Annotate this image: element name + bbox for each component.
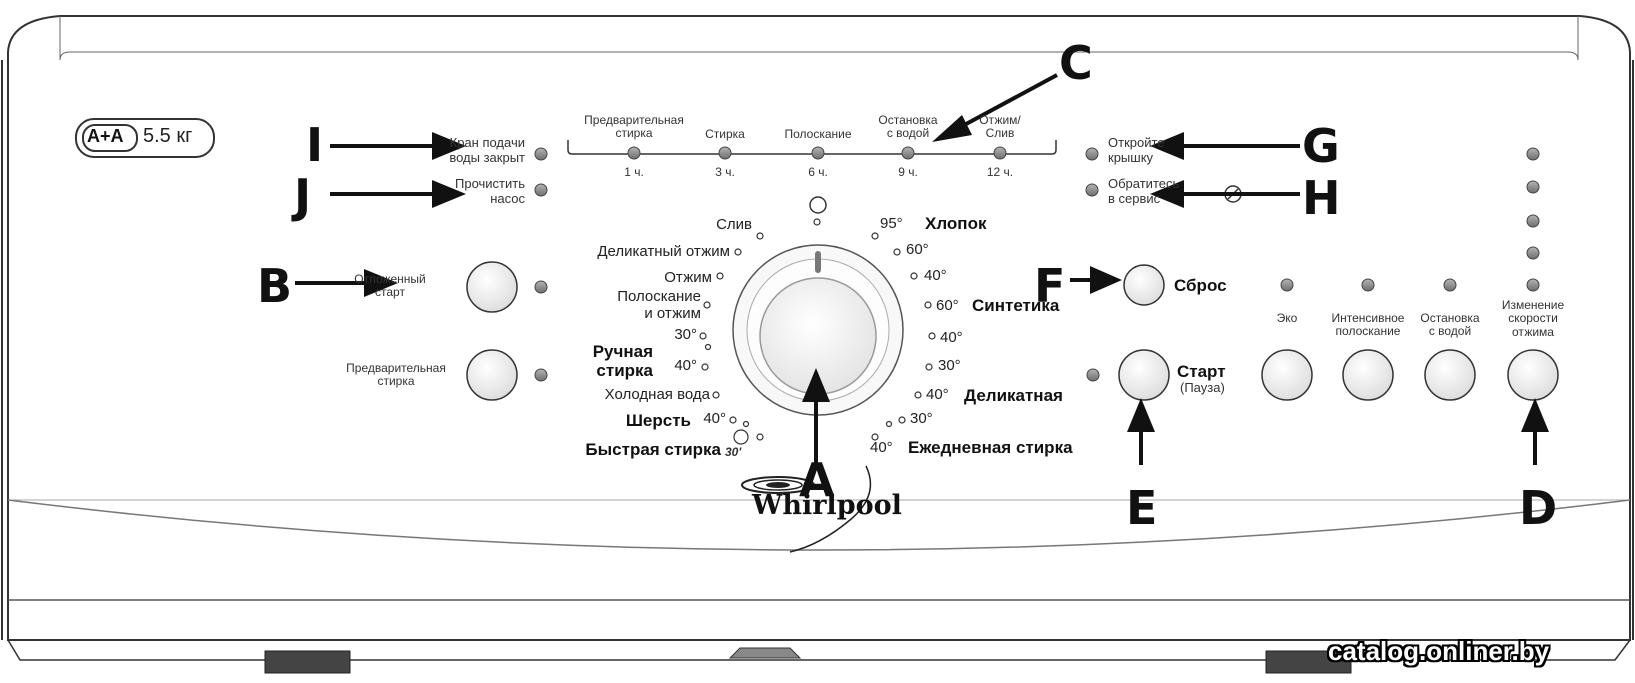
pause-label: (Пауза) <box>1180 380 1225 395</box>
program-hand-30: 30° <box>674 326 697 343</box>
program-deli-30: 30° <box>910 410 933 427</box>
callout-c: C <box>1059 36 1093 90</box>
program-daily-40: 40° <box>870 439 893 456</box>
program-drain: Слив <box>716 216 752 233</box>
program-hand-40: 40° <box>674 357 697 374</box>
program-cotton-60: 60° <box>906 241 929 258</box>
start-label: Старт <box>1177 362 1226 381</box>
phase-time-1h: 1 ч. <box>624 165 644 179</box>
energy-class-text: A+A <box>87 126 124 146</box>
callout-f: F <box>1034 259 1066 313</box>
capacity-text: 5.5 кг <box>143 125 193 147</box>
callout-g: G <box>1302 119 1340 173</box>
program-quick-30: 30' <box>725 445 742 459</box>
callout-e: E <box>1126 481 1158 535</box>
callout-d: D <box>1519 481 1558 535</box>
callout-a: A <box>799 453 835 507</box>
program-cold-water: Холодная вода <box>604 386 710 403</box>
reset-label: Сброс <box>1174 276 1227 295</box>
phase-time-3h: 3 ч. <box>715 165 735 179</box>
program-quick-wash: Быстрая стирка <box>585 440 721 459</box>
watermark: catalog.onliner.by <box>1328 636 1550 666</box>
label-eco: Эко <box>1276 311 1298 325</box>
program-cotton-95: 95° <box>880 215 903 232</box>
phase-leds <box>627 146 1007 160</box>
callout-j: J <box>294 169 312 223</box>
phase-label-wash: Стирка <box>705 127 745 141</box>
program-synth-60: 60° <box>936 297 959 314</box>
program-synth-40: 40° <box>940 329 963 346</box>
phase-label-spin-drain: Отжим/Слив <box>979 113 1021 141</box>
program-delicate: Деликатная <box>964 386 1063 405</box>
phase-label-rinse: Полоскание <box>784 127 852 141</box>
phase-time-12h: 12 ч. <box>986 165 1014 179</box>
program-cotton-40: 40° <box>924 267 947 284</box>
program-synth-30: 30° <box>938 357 961 374</box>
phase-time-9h: 9 ч. <box>898 165 918 179</box>
program-deli-40: 40° <box>926 386 949 403</box>
energy-capacity-badge: A+A 5.5 кг <box>75 118 215 158</box>
program-cotton: Хлопок <box>925 214 987 233</box>
program-daily: Ежедневная стирка <box>908 438 1073 457</box>
callout-i: I <box>306 118 324 172</box>
program-wool: Шерсть <box>625 411 691 430</box>
callout-h: H <box>1302 171 1341 225</box>
program-synthetics: Синтетика <box>972 296 1060 315</box>
program-delicate-spin: Деликатный отжим <box>597 243 730 260</box>
program-spin: Отжим <box>664 269 712 286</box>
program-wool-40: 40° <box>703 410 726 427</box>
phase-time-6h: 6 ч. <box>808 165 828 179</box>
callout-b: B <box>257 259 293 313</box>
brand-logo: Whirlpool <box>752 490 902 521</box>
